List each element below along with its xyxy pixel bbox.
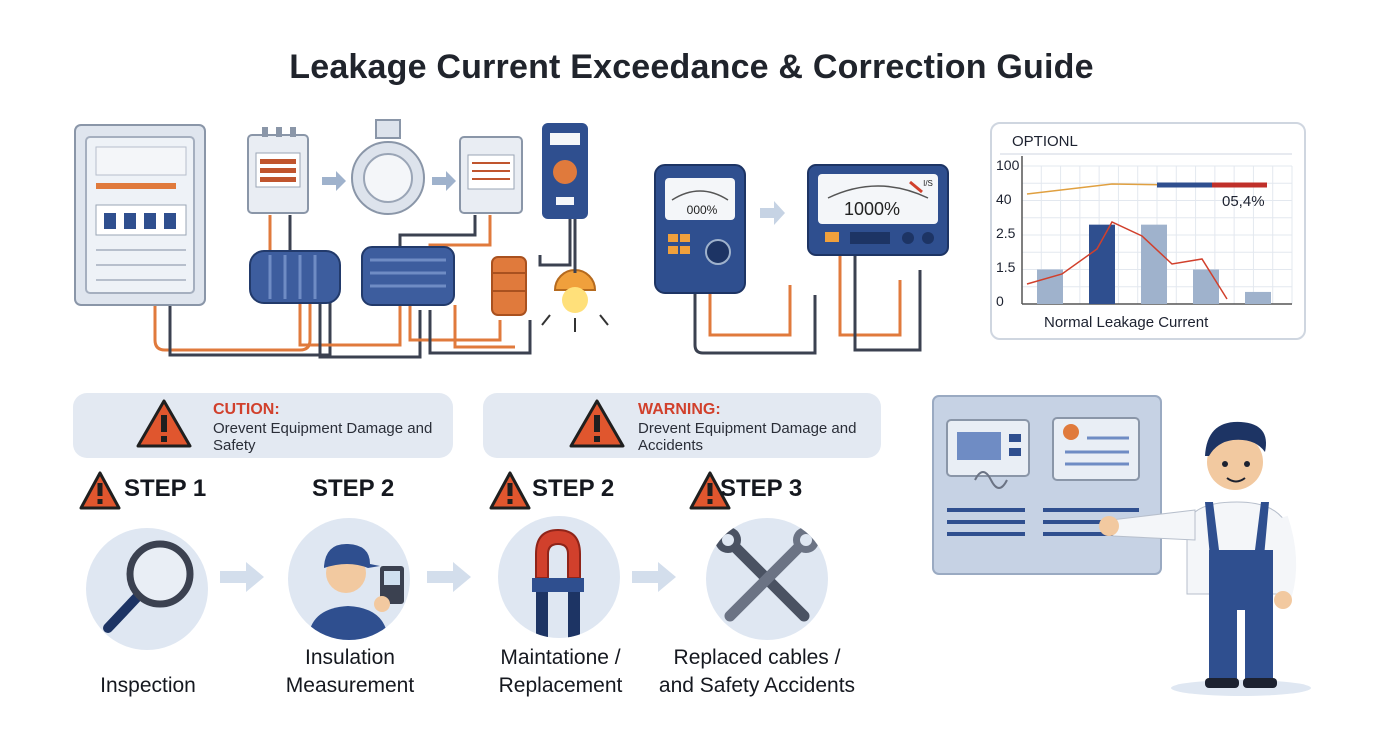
meter1-reading: 000% [687, 203, 718, 217]
step3-label: STEP 2 [532, 475, 615, 502]
step4-label: STEP 3 [720, 475, 803, 502]
step2-caption: Insulation Measurement [270, 644, 430, 700]
warning-triangle-icon [136, 399, 192, 448]
chart-y-tick-label: 40 [996, 191, 1012, 207]
leakage-chart: OPTIONL 100 40 2.5 1.5 0 05,4% Normal Leakag… [996, 133, 1293, 331]
step3-caption-line: Maintatione / [500, 646, 621, 669]
step1-caption-line: Inspection [100, 674, 196, 697]
step4-caption-line: Replaced cables / [673, 646, 841, 669]
chart-y-tick-label: 1.5 [996, 259, 1016, 275]
step2-caption-line: Insulation [305, 646, 395, 669]
meters-illustration: 000% 1000% I/S [654, 164, 949, 355]
step1-label: STEP 1 [124, 475, 207, 502]
page-title: Leakage Current Exceedance & Correction … [289, 48, 1094, 86]
clamp-meter-icon [532, 528, 584, 638]
warning-title: WARNING: [638, 401, 721, 418]
step1-caption: Inspection [58, 672, 238, 700]
step4-caption-line: and Safety Accidents [658, 674, 856, 697]
step3-caption-line: Replacement [498, 674, 623, 697]
chart-bar [1245, 291, 1271, 304]
step1-circle [86, 528, 208, 650]
chart-title: OPTIONL [1012, 133, 1078, 150]
step2-label: STEP 2 [312, 475, 395, 502]
leakage-chart-panel: OPTIONL 100 40 2.5 1.5 0 05,4% Normal Leakag… [990, 122, 1306, 340]
chart-y-tick-label: 100 [996, 157, 1020, 173]
arrow-right-icon [427, 562, 471, 592]
caution-title: CUTION: [213, 401, 280, 418]
magnifier-icon [103, 540, 194, 633]
chart-bar [1089, 224, 1115, 304]
arrow-right-icon [220, 562, 264, 592]
step1-warning-icon [79, 471, 121, 510]
chart-y-tick-label: 0 [996, 293, 1004, 309]
engineer-presenting-illustration [932, 395, 1311, 696]
step4-warning-icon [689, 471, 731, 510]
chart-annotation: 05,4% [1222, 193, 1265, 210]
technician-icon [308, 543, 404, 640]
step3-circle [498, 516, 620, 638]
caution-banner: CUTION: Orevent Equipment Damage and Saf… [73, 393, 453, 458]
chart-bar [1193, 269, 1219, 304]
electrical-circuit-illustration [74, 119, 609, 359]
step2-caption-line: Measurement [285, 674, 415, 697]
step3-caption: Maintatione / Replacement [478, 644, 643, 700]
chart-bar [1141, 224, 1167, 304]
arrow-right-icon [632, 562, 676, 592]
warning-triangle-icon [569, 399, 625, 448]
warning-text: Drevent Equipment Damage and Accidents [638, 420, 857, 454]
caution-text: Orevent Equipment Damage and Safety [213, 420, 433, 454]
step3-warning-icon [489, 471, 531, 510]
chart-y-tick-label: 2.5 [996, 225, 1016, 241]
step2-circle [288, 518, 410, 640]
meter2-reading: 1000% [844, 199, 900, 219]
wrench-icon [715, 527, 819, 622]
step4-circle [706, 518, 828, 640]
step4-caption: Replaced cables / and Safety Accidents [648, 644, 866, 700]
warning-banner: WARNING: Drevent Equipment Damage and Ac… [483, 393, 881, 458]
meter2-small-label: I/S [923, 179, 933, 188]
chart-xlabel: Normal Leakage Current [1044, 314, 1209, 331]
